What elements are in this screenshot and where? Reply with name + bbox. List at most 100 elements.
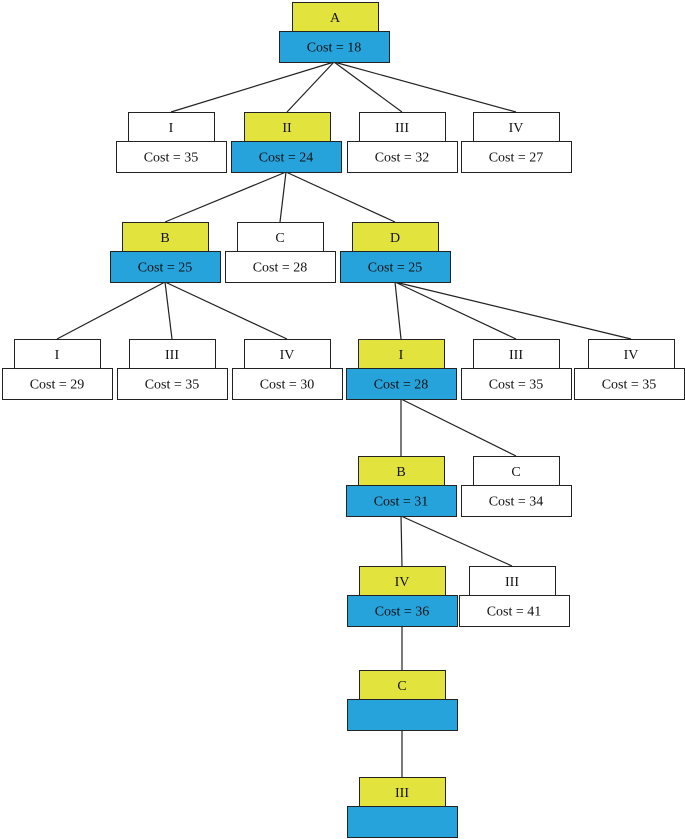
node-cost-box <box>116 141 227 173</box>
tree-edge <box>394 281 517 340</box>
node-cost-box <box>117 368 228 400</box>
node-cost-box <box>346 368 457 400</box>
tree-node: III <box>347 777 458 838</box>
node-label-box <box>244 112 331 143</box>
node-cost-box <box>340 251 451 283</box>
node-label: III <box>509 348 523 363</box>
node-label: III <box>395 786 409 801</box>
node-label: IV <box>509 121 524 136</box>
node-cost: Cost = 25 <box>138 261 193 276</box>
tree-edge <box>394 281 402 340</box>
tree-node: C Cost = 28 <box>225 222 336 283</box>
node-cost-box <box>279 31 390 63</box>
node-label-box <box>473 456 560 487</box>
tree-node: A Cost = 18 <box>279 2 390 63</box>
node-cost: Cost = 35 <box>602 378 657 393</box>
node-cost-box <box>347 595 458 627</box>
node-label-box <box>473 339 560 370</box>
node-label: I <box>399 348 404 363</box>
tree-edge <box>170 61 335 113</box>
node-cost-box <box>461 368 572 400</box>
node-cost-box <box>110 251 221 283</box>
node-label: A <box>330 11 341 26</box>
node-label-box <box>128 112 215 143</box>
node-label-box <box>352 222 439 253</box>
tree-node: II Cost = 24 <box>231 112 342 173</box>
node-label: IV <box>280 348 295 363</box>
node-cost-box <box>232 368 343 400</box>
tree-edge <box>333 61 403 113</box>
node-label: D <box>390 231 400 246</box>
tree-node: III Cost = 32 <box>347 112 458 173</box>
node-cost: Cost = 30 <box>260 378 315 393</box>
node-label-box <box>358 339 445 370</box>
tree-edge <box>400 515 403 567</box>
node-label: IV <box>395 575 410 590</box>
node-label-box <box>292 2 379 33</box>
node-label-box <box>122 222 209 253</box>
tree-edge <box>394 281 632 340</box>
tree-edges <box>56 61 632 777</box>
node-label-box <box>237 222 324 253</box>
tree-edge <box>333 61 517 113</box>
node-label: I <box>169 121 174 136</box>
node-label: C <box>511 465 520 480</box>
node-cost: Cost = 27 <box>489 151 544 166</box>
tree-node: IV Cost = 30 <box>232 339 343 400</box>
tree-edge <box>56 281 166 340</box>
node-cost-box <box>574 368 685 400</box>
node-label-box <box>359 777 446 808</box>
node-cost: Cost = 24 <box>259 151 314 166</box>
node-label: C <box>275 231 284 246</box>
node-cost: Cost = 18 <box>307 41 362 56</box>
node-cost-box <box>225 251 336 283</box>
node-cost-box <box>461 141 572 173</box>
tree-node: B Cost = 25 <box>110 222 221 283</box>
node-label: IV <box>624 348 639 363</box>
tree-node: I Cost = 35 <box>116 112 227 173</box>
node-cost-box <box>2 368 113 400</box>
node-cost: Cost = 35 <box>489 378 544 393</box>
tree-node: III Cost = 35 <box>461 339 572 400</box>
node-cost: Cost = 28 <box>253 261 308 276</box>
tree-node: IV Cost = 35 <box>574 339 685 400</box>
node-label-box <box>358 456 445 487</box>
node-label: I <box>55 348 60 363</box>
node-cost-box <box>461 485 572 517</box>
node-label-box <box>359 670 446 701</box>
node-cost-box <box>347 699 458 731</box>
node-cost: Cost = 35 <box>144 151 199 166</box>
node-cost-box <box>459 595 570 627</box>
node-label: II <box>282 121 292 136</box>
node-label: III <box>395 121 409 136</box>
node-label: B <box>396 465 405 480</box>
tree-edge <box>286 61 335 113</box>
node-label: III <box>505 575 519 590</box>
node-label-box <box>588 339 675 370</box>
tree-edge <box>279 171 287 223</box>
tree-node: I Cost = 29 <box>2 339 113 400</box>
tree-edge <box>164 281 173 340</box>
node-cost: Cost = 28 <box>374 378 429 393</box>
node-cost: Cost = 29 <box>30 378 85 393</box>
node-cost-box <box>346 485 457 517</box>
node-cost-box <box>347 141 458 173</box>
node-label-box <box>359 112 446 143</box>
node-cost-box <box>347 806 458 838</box>
tree-node: C <box>347 670 458 731</box>
node-cost: Cost = 32 <box>375 151 430 166</box>
node-label-box <box>473 112 560 143</box>
node-label-box <box>469 566 556 597</box>
tree-edge <box>400 515 513 567</box>
node-cost: Cost = 35 <box>145 378 200 393</box>
node-label: B <box>160 231 169 246</box>
tree-node: I Cost = 28 <box>346 339 457 400</box>
